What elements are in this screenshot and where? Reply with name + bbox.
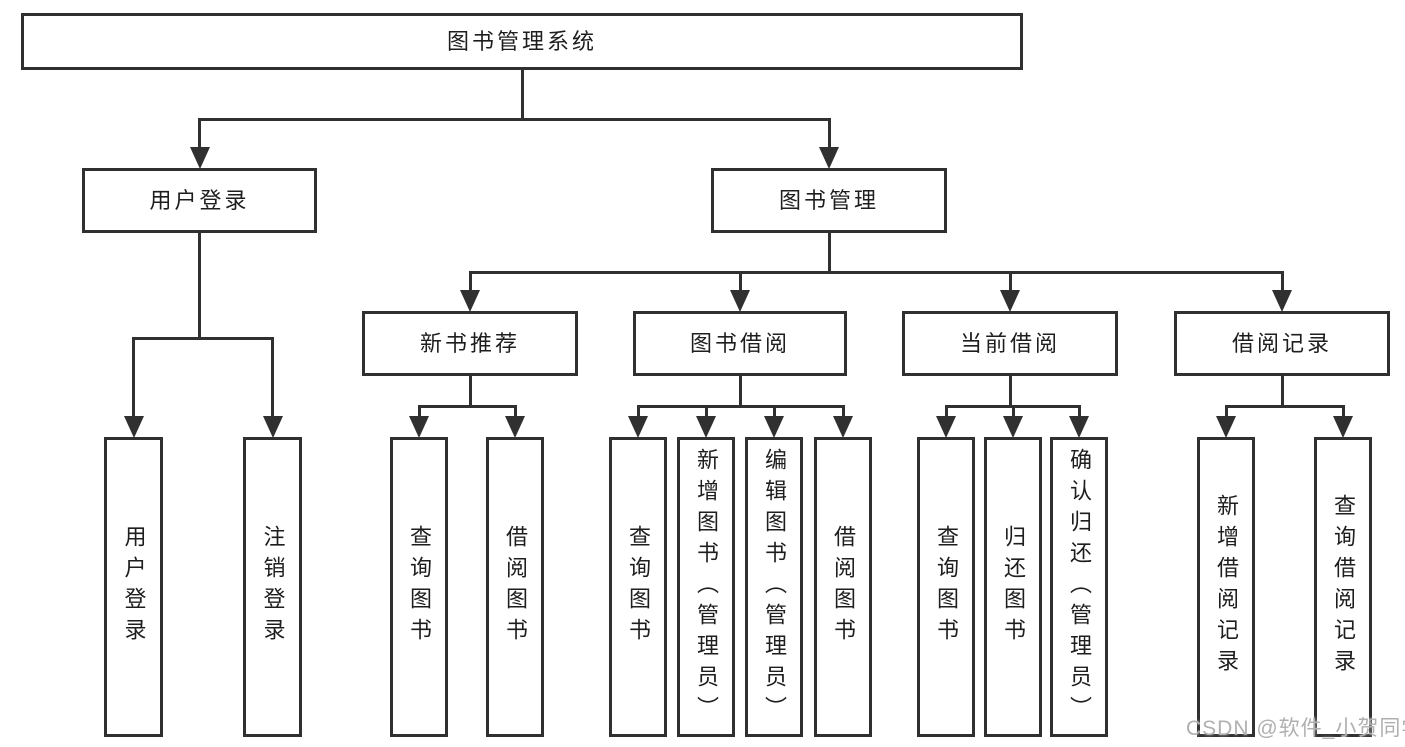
connector-line xyxy=(417,405,421,418)
connector-line xyxy=(827,118,831,149)
csdn-watermark: CSDN @软件_小贺同学 xyxy=(1186,717,1405,740)
node-book-borrow: 图书借阅 xyxy=(633,311,847,376)
connector-line xyxy=(520,68,524,121)
node-label-leaf-user-login: 用户登录 xyxy=(121,525,147,649)
arrow-down-icon xyxy=(409,416,429,438)
node-label-new-book-recommend: 新书推荐 xyxy=(419,330,520,356)
connector-line xyxy=(198,231,201,340)
arrow-down-icon xyxy=(460,290,480,312)
node-label-current-borrow: 当前借阅 xyxy=(959,330,1060,356)
node-label-leaf-query-book-3: 查询图书 xyxy=(934,525,959,649)
arrow-down-icon xyxy=(1272,290,1292,312)
node-label-leaf-confirm-return: 确认归还（管理员） xyxy=(1067,447,1092,727)
node-leaf-confirm-return: 确认归还（管理员） xyxy=(1050,437,1108,737)
node-new-book-recommend: 新书推荐 xyxy=(362,311,578,376)
connector-line xyxy=(636,405,640,418)
node-root: 图书管理系统 xyxy=(21,13,1023,70)
connector-line xyxy=(468,271,472,292)
arrow-down-icon xyxy=(1069,416,1089,438)
arrow-down-icon xyxy=(833,416,853,438)
connector-line xyxy=(1011,405,1015,418)
arrow-down-icon xyxy=(505,416,525,438)
node-label-book-management: 图书管理 xyxy=(778,187,879,213)
arrow-down-icon xyxy=(819,147,839,169)
connector-line xyxy=(132,337,135,418)
node-user-login: 用户登录 xyxy=(82,168,317,233)
node-label-leaf-borrow-book-2: 借阅图书 xyxy=(831,525,856,649)
arrow-down-icon xyxy=(936,416,956,438)
connector-line xyxy=(468,271,1284,274)
arrow-down-icon xyxy=(730,290,750,312)
connector-line xyxy=(772,405,776,418)
node-leaf-add-borrow-record: 新增借阅记录 xyxy=(1197,437,1255,737)
connector-line xyxy=(132,337,274,340)
connector-line xyxy=(841,405,845,418)
connector-line xyxy=(1280,374,1284,408)
node-leaf-borrow-book-2: 借阅图书 xyxy=(814,437,872,737)
node-book-management: 图书管理 xyxy=(711,168,947,233)
node-label-leaf-edit-book: 编辑图书（管理员） xyxy=(762,447,787,727)
arrow-down-icon xyxy=(696,416,716,438)
node-leaf-add-book: 新增图书（管理员） xyxy=(677,437,735,737)
connector-line xyxy=(1341,405,1345,418)
connector-line xyxy=(704,405,708,418)
node-leaf-borrow-book-1: 借阅图书 xyxy=(486,437,544,737)
connector-line xyxy=(271,337,274,418)
connector-line xyxy=(944,405,948,418)
node-label-leaf-return-book: 归还图书 xyxy=(1001,525,1026,649)
node-leaf-edit-book: 编辑图书（管理员） xyxy=(745,437,803,737)
connector-line xyxy=(636,405,845,408)
node-current-borrow: 当前借阅 xyxy=(902,311,1118,376)
node-label-leaf-borrow-book-1: 借阅图书 xyxy=(503,525,528,649)
node-leaf-logout: 注销登录 xyxy=(243,437,302,737)
arrow-down-icon xyxy=(262,416,283,438)
node-label-book-borrow: 图书借阅 xyxy=(689,330,790,356)
arrow-down-icon xyxy=(1216,416,1236,438)
node-label-leaf-add-borrow-record: 新增借阅记录 xyxy=(1214,494,1239,680)
arrow-down-icon xyxy=(628,416,648,438)
node-label-leaf-logout: 注销登录 xyxy=(260,525,286,649)
connector-line xyxy=(417,405,517,408)
connector-line xyxy=(738,374,742,408)
node-label-leaf-query-borrow-record: 查询借阅记录 xyxy=(1331,494,1356,680)
connector-line xyxy=(468,374,472,408)
node-leaf-query-borrow-record: 查询借阅记录 xyxy=(1314,437,1372,737)
node-label-leaf-add-book: 新增图书（管理员） xyxy=(694,447,719,727)
connector-line xyxy=(1008,374,1012,408)
connector-line xyxy=(198,118,831,121)
connector-line xyxy=(1008,271,1012,292)
node-label-leaf-query-book-2: 查询图书 xyxy=(626,525,651,649)
connector-line xyxy=(1280,271,1284,292)
node-leaf-user-login: 用户登录 xyxy=(104,437,163,737)
node-label-borrow-records: 借阅记录 xyxy=(1231,330,1332,356)
connector-line xyxy=(827,231,831,274)
node-borrow-records: 借阅记录 xyxy=(1174,311,1390,376)
connector-line xyxy=(738,271,742,292)
arrow-down-icon xyxy=(189,147,210,169)
arrow-down-icon xyxy=(764,416,784,438)
connector-line xyxy=(1077,405,1081,418)
arrow-down-icon xyxy=(123,416,144,438)
node-label-user-login: 用户登录 xyxy=(149,187,250,213)
arrow-down-icon xyxy=(1003,416,1023,438)
node-leaf-query-book-3: 查询图书 xyxy=(917,437,975,737)
node-label-leaf-query-book-1: 查询图书 xyxy=(407,525,432,649)
node-leaf-query-book-2: 查询图书 xyxy=(609,437,667,737)
connector-line xyxy=(513,405,517,418)
node-leaf-return-book: 归还图书 xyxy=(984,437,1042,737)
connector-line xyxy=(1224,405,1345,408)
connector-line xyxy=(198,118,201,149)
node-label-root: 图书管理系统 xyxy=(446,28,597,54)
node-leaf-query-book-1: 查询图书 xyxy=(390,437,448,737)
arrow-down-icon xyxy=(1333,416,1353,438)
arrow-down-icon xyxy=(1000,290,1020,312)
connector-line xyxy=(1224,405,1228,418)
